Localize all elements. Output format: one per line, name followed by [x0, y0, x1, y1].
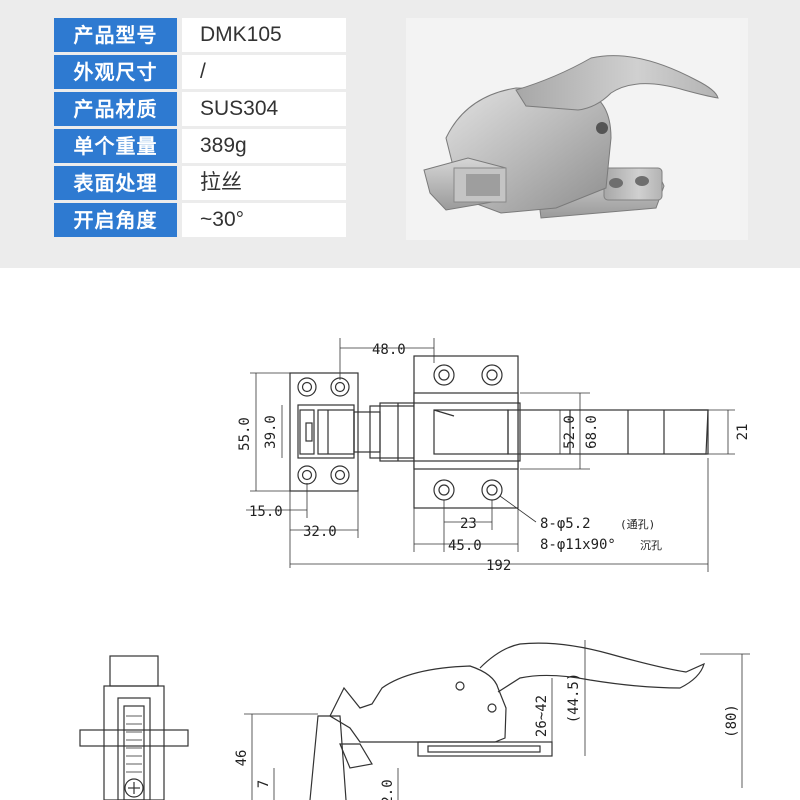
spec-row-model: 产品型号 DMK105: [54, 18, 346, 52]
dim-48: 48.0: [372, 342, 406, 358]
dim-23: 23: [460, 516, 477, 532]
spec-label: 单个重量: [54, 129, 177, 163]
dim-21: 21: [735, 424, 751, 441]
spec-value: DMK105: [182, 18, 346, 52]
screw-icon: [124, 778, 144, 798]
spec-row-weight: 单个重量 389g: [54, 129, 346, 163]
dim-192: 192: [486, 558, 511, 574]
dim-55: 55.0: [237, 417, 253, 451]
latch-photo-illustration: [423, 55, 719, 219]
dim-39: 39.0: [263, 415, 279, 449]
spec-table: 产品型号 DMK105 外观尺寸 / 产品材质 SUS304 单个重量 389g…: [54, 18, 346, 240]
dim-7: 7: [256, 780, 272, 788]
spec-row-material: 产品材质 SUS304: [54, 92, 346, 126]
front-view: [79, 655, 189, 800]
hole-note-countersink: 8-φ11x90°: [540, 537, 616, 553]
spec-row-finish: 表面处理 拉丝: [54, 166, 346, 200]
spec-value: /: [182, 55, 346, 89]
hole-note-through: 8-φ5.2: [540, 516, 591, 532]
hole-note-through-tag: (通孔): [620, 518, 655, 531]
spec-label: 产品材质: [54, 92, 177, 126]
dim-32: 32.0: [303, 524, 337, 540]
dim-52: 52.0: [562, 415, 578, 449]
dim-44-5: (44.5): [566, 673, 582, 724]
spec-label: 表面处理: [54, 166, 177, 200]
spec-label: 开启角度: [54, 203, 177, 237]
dim-2: 2.0: [380, 779, 396, 800]
spec-value: 389g: [182, 129, 346, 163]
dim-46: 46: [234, 750, 250, 767]
spec-label: 产品型号: [54, 18, 177, 52]
spec-value: SUS304: [182, 92, 346, 126]
top-view: [289, 355, 709, 509]
technical-drawing: 48.0 55.0 39.0 52.0 68.0 21 15.0 32.0 23…: [79, 338, 751, 800]
hole-note-countersink-tag: 沉孔: [640, 539, 662, 552]
dim-15: 15.0: [249, 504, 283, 520]
spec-row-opening-angle: 开启角度 ~30°: [54, 203, 346, 237]
catch-plate: [289, 372, 359, 492]
dim-80: (80): [724, 704, 740, 738]
spec-row-size: 外观尺寸 /: [54, 55, 346, 89]
product-photo: [406, 18, 748, 240]
dim-26-42: 26~42: [534, 695, 550, 737]
dim-68: 68.0: [584, 415, 600, 449]
spec-value: 拉丝: [182, 166, 346, 200]
spec-value: ~30°: [182, 203, 346, 237]
spec-label: 外观尺寸: [54, 55, 177, 89]
side-view-dimension-lines: [244, 640, 750, 800]
top-view-dimension-lines: [246, 338, 735, 572]
dim-45: 45.0: [448, 538, 482, 554]
side-view: [309, 642, 705, 800]
